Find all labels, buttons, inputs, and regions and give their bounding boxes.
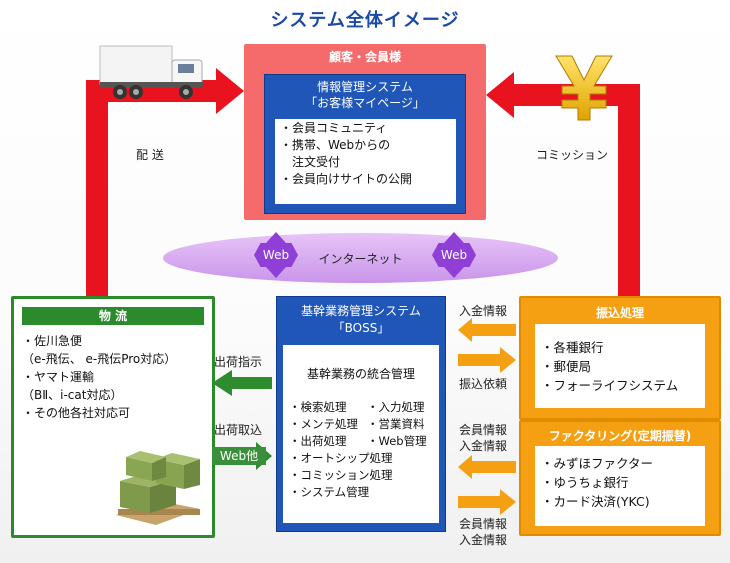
feature-item: ・会員コミュニティ [280,121,388,135]
factoring-item: ・ゆうちょ銀行 [541,475,629,490]
boss-item: ・営業資料 [367,417,425,431]
factoring-block: ファクタリング(定期振替) ・みずほファクター ・ゆうちょ銀行 ・カード決済(Y… [519,420,721,536]
page-title: システム全体イメージ [270,10,460,31]
logistics-item: （e-飛伝、 e-飛伝Pro対応） [22,352,177,366]
customer-block: 顧客・会員様 情報管理システム 「お客様マイページ」 ・会員コミュニティ ・携帯… [244,44,486,220]
boss-item: ・検索処理 [289,400,347,414]
feature-item: ・会員向けサイトの公開 [280,172,413,186]
transfer-request-arrow [458,347,516,373]
transfer-request-label: 振込依頼 [459,377,508,391]
boss-heading: 基幹業務の統合管理 [306,367,415,381]
boss-item: ・コミッション処理 [289,468,393,482]
logistics-item: （BⅡ、i-cat対応） [22,388,123,402]
commission-arrow-horizontal [510,84,640,106]
boss-title: 基幹業務管理システム 「BOSS」 [277,303,445,337]
info-management-system: 情報管理システム 「お客様マイページ」 ・会員コミュニティ ・携帯、Webからの… [264,74,466,214]
ship-intake-label: 出荷取込 [214,423,263,437]
boss-col1: ・検索処理 ・メンテ処理 ・出荷処理 [289,399,358,450]
member-deposit-arrow-1 [458,455,516,479]
web-arrow-right-up [444,232,464,243]
delivery-label: 配 送 [136,148,164,162]
transfer-item: ・郵便局 [541,359,592,374]
info-system-title-line1: 情報管理システム [317,80,413,94]
boss-item: ・出荷処理 [289,434,347,448]
web-arrow-right-down [444,267,464,278]
deposit-info-arrow [458,318,516,342]
commission-arrow-vertical [618,84,640,298]
boss-item: ・入力処理 [367,400,425,414]
logistics-item: ・佐川急便 [22,334,83,348]
commission-label: コミッション [536,148,609,162]
deposit-info-label-1: 入金情報 [459,439,508,453]
boss-body: 基幹業務の統合管理 ・検索処理 ・メンテ処理 ・出荷処理 ・入力処理 ・営業資料… [283,345,439,523]
transfer-list: ・各種銀行 ・郵便局 ・フォーライフシステム [535,324,705,408]
transfer-heading: 振込処理 [595,306,644,320]
internet-ellipse: インターネット [163,233,558,283]
transfer-item: ・各種銀行 [541,340,604,355]
transfer-item: ・フォーライフシステム [541,378,679,393]
logistics-list: ・佐川急便 （e-飛伝、 e-飛伝Pro対応） ・ヤマト運輸 （BⅡ、i-cat… [22,332,176,422]
truck-icon [99,45,204,99]
boss-item: ・Web管理 [367,434,427,448]
boxes-icon [116,451,200,525]
boss-full: ・オートシップ処理 ・コミッション処理 ・システム管理 [289,450,393,501]
info-system-title: 情報管理システム 「お客様マイページ」 [265,79,465,111]
feature-item: ・携帯、Webからの [280,138,391,152]
boss-title-line1: 基幹業務管理システム [301,304,421,318]
member-info-label-1: 会員情報 [459,423,508,437]
deposit-info-label: 入金情報 [459,304,508,318]
ship-instruction-arrow [212,370,272,396]
logistics-item: ・その他各社対応可 [22,406,131,420]
logistics-heading: 物 流 [22,307,204,325]
factoring-heading: ファクタリング(定期振替) [548,429,692,443]
ship-instruction-label: 出荷指示 [214,355,263,369]
member-deposit-arrow-2 [458,489,516,515]
internet-label: インターネット [318,252,403,266]
boss-title-line2: 「BOSS」 [332,321,390,335]
factoring-list: ・みずほファクター ・ゆうちょ銀行 ・カード決済(YKC) [535,446,705,526]
web-arrow-left-up [266,232,286,243]
web-badge-right: Web [432,243,476,267]
ship-intake-chip: Web他 [212,447,266,465]
web-arrow-left-down [266,267,286,278]
commission-arrowhead [486,72,514,118]
logistics-item: ・ヤマト運輸 [22,370,95,384]
boss-col2: ・入力処理 ・営業資料 ・Web管理 [367,399,427,450]
boss-system: 基幹業務管理システム 「BOSS」 基幹業務の統合管理 ・検索処理 ・メンテ処理… [276,296,446,532]
transfer-block: 振込処理 ・各種銀行 ・郵便局 ・フォーライフシステム [519,296,721,420]
web-badge-left: Web [254,243,298,267]
yen-icon [555,55,613,121]
delivery-arrow-vertical [86,80,108,298]
info-system-title-line2: 「お客様マイページ」 [305,96,425,110]
factoring-item: ・みずほファクター [541,456,654,471]
boss-item: ・システム管理 [289,485,370,499]
boss-item: ・オートシップ処理 [289,451,393,465]
member-info-label-2: 会員情報 [459,517,508,531]
factoring-item: ・カード決済(YKC) [541,494,650,509]
deposit-info-label-2: 入金情報 [459,533,508,547]
info-system-features: ・会員コミュニティ ・携帯、Webからの 注文受付 ・会員向けサイトの公開 [275,119,456,204]
logistics-block: 物 流 ・佐川急便 （e-飛伝、 e-飛伝Pro対応） ・ヤマト運輸 （BⅡ、i… [11,296,215,538]
feature-item: 注文受付 [280,155,341,169]
customer-heading: 顧客・会員様 [328,50,401,64]
delivery-arrowhead [216,68,244,114]
boss-item: ・メンテ処理 [289,417,358,431]
